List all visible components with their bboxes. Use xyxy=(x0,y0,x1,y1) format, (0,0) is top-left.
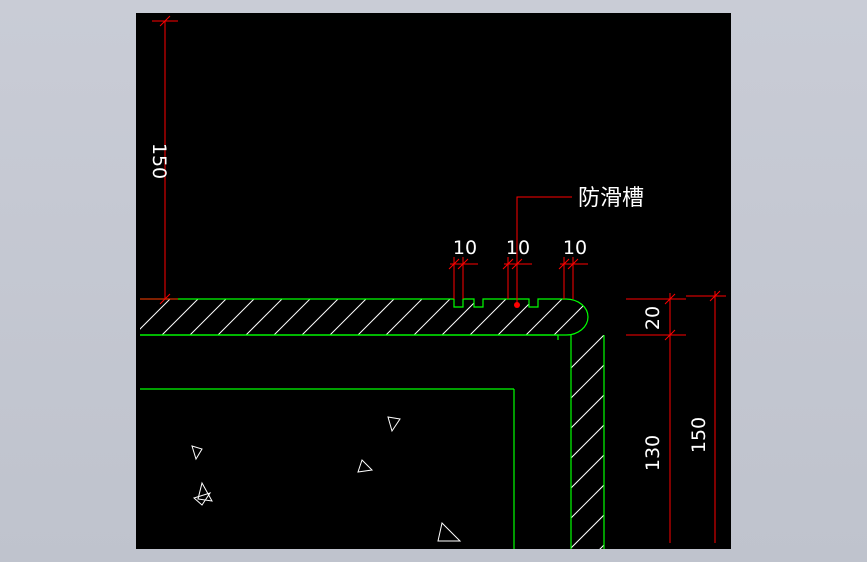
dimension-labels: 150 10 10 10 20 130 150 防滑槽 xyxy=(148,143,710,471)
dim-riser-130: 130 xyxy=(642,435,664,471)
concrete-aggregate xyxy=(191,416,462,542)
callout-anti-slip-groove: 防滑槽 xyxy=(578,186,644,211)
section-outline xyxy=(140,298,605,549)
dimension-lines xyxy=(140,15,726,543)
dim-left-150: 150 xyxy=(148,143,170,179)
dim-total-150: 150 xyxy=(688,417,710,453)
stair-section-drawing: 150 10 10 10 20 130 150 防滑槽 xyxy=(140,15,726,549)
dim-groove-2: 10 xyxy=(506,237,530,259)
dim-tread-20: 20 xyxy=(642,306,664,330)
cad-canvas[interactable]: 150 10 10 10 20 130 150 防滑槽 xyxy=(136,13,731,549)
dim-groove-1: 10 xyxy=(453,237,477,259)
dim-groove-3: 10 xyxy=(563,237,587,259)
tread-outline xyxy=(140,298,589,336)
callout-marker xyxy=(514,302,520,308)
